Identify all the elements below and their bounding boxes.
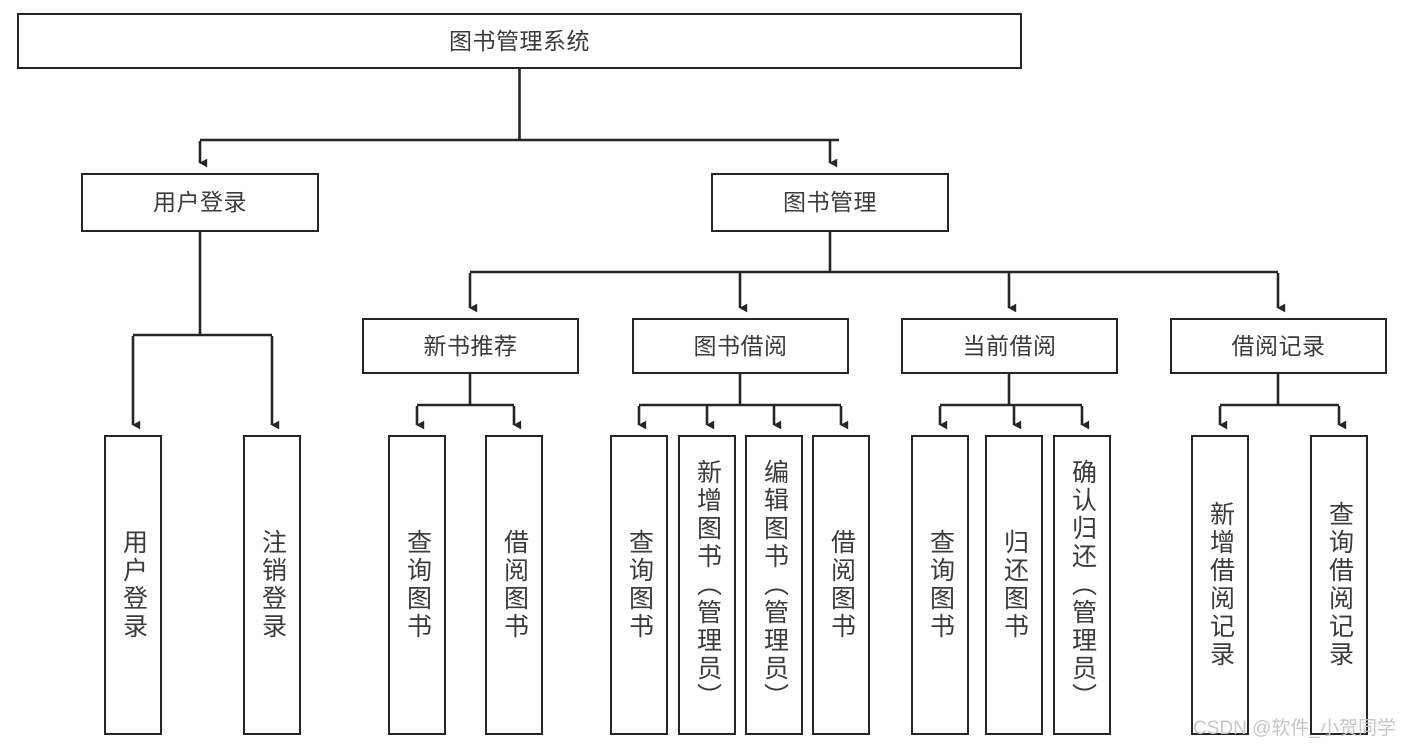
node-root[interactable]: 图书管理系统 <box>17 13 1022 69</box>
node-leaf-user-login-label: 用户登录 <box>119 529 148 641</box>
node-user-login-label: 用户登录 <box>153 189 247 216</box>
node-new-book-recommend-label: 新书推荐 <box>423 332 518 359</box>
node-leaf-borrow-book[interactable]: 借阅图书 <box>812 435 870 735</box>
node-leaf-confirm-return-admin[interactable]: 确认归还（管理员） <box>1053 435 1111 735</box>
node-leaf-query-book-borrow[interactable]: 查询图书 <box>610 435 668 735</box>
node-book-manage-label: 图书管理 <box>783 189 877 216</box>
node-leaf-query-book-borrow-label: 查询图书 <box>625 529 654 641</box>
node-leaf-add-borrow-record[interactable]: 新增借阅记录 <box>1191 435 1249 735</box>
node-borrow-record[interactable]: 借阅记录 <box>1170 318 1387 374</box>
node-borrow-record-label: 借阅记录 <box>1231 332 1326 359</box>
node-user-login[interactable]: 用户登录 <box>81 173 319 232</box>
node-book-borrow-label: 图书借阅 <box>693 332 788 359</box>
node-root-label: 图书管理系统 <box>449 27 590 54</box>
node-leaf-query-book-rec[interactable]: 查询图书 <box>388 435 446 735</box>
node-leaf-add-book-admin[interactable]: 新增图书（管理员） <box>678 435 736 735</box>
node-leaf-borrow-book-label: 借阅图书 <box>827 529 856 641</box>
node-leaf-query-borrow-record[interactable]: 查询借阅记录 <box>1310 435 1368 735</box>
node-book-borrow[interactable]: 图书借阅 <box>632 318 849 374</box>
node-leaf-user-logout[interactable]: 注销登录 <box>243 435 301 735</box>
node-leaf-query-book-rec-label: 查询图书 <box>403 529 432 641</box>
node-leaf-edit-book-admin[interactable]: 编辑图书（管理员） <box>745 435 803 735</box>
node-leaf-borrow-book-rec[interactable]: 借阅图书 <box>485 435 543 735</box>
node-book-manage[interactable]: 图书管理 <box>711 173 949 232</box>
node-current-borrow[interactable]: 当前借阅 <box>901 318 1118 374</box>
node-leaf-query-book-cur[interactable]: 查询图书 <box>911 435 969 735</box>
node-leaf-query-book-cur-label: 查询图书 <box>926 529 955 641</box>
node-current-borrow-label: 当前借阅 <box>962 332 1057 359</box>
node-leaf-edit-book-admin-label: 编辑图书（管理员） <box>760 459 789 711</box>
node-leaf-query-borrow-record-label: 查询借阅记录 <box>1325 501 1354 669</box>
node-leaf-user-login[interactable]: 用户登录 <box>104 435 162 735</box>
node-new-book-recommend[interactable]: 新书推荐 <box>362 318 579 374</box>
node-leaf-return-book-label: 归还图书 <box>1000 529 1029 641</box>
node-leaf-confirm-return-admin-label: 确认归还（管理员） <box>1068 459 1097 711</box>
node-leaf-add-borrow-record-label: 新增借阅记录 <box>1206 501 1235 669</box>
node-leaf-return-book[interactable]: 归还图书 <box>985 435 1043 735</box>
node-leaf-add-book-admin-label: 新增图书（管理员） <box>693 459 722 711</box>
node-leaf-user-logout-label: 注销登录 <box>258 529 287 641</box>
node-leaf-borrow-book-rec-label: 借阅图书 <box>500 529 529 641</box>
